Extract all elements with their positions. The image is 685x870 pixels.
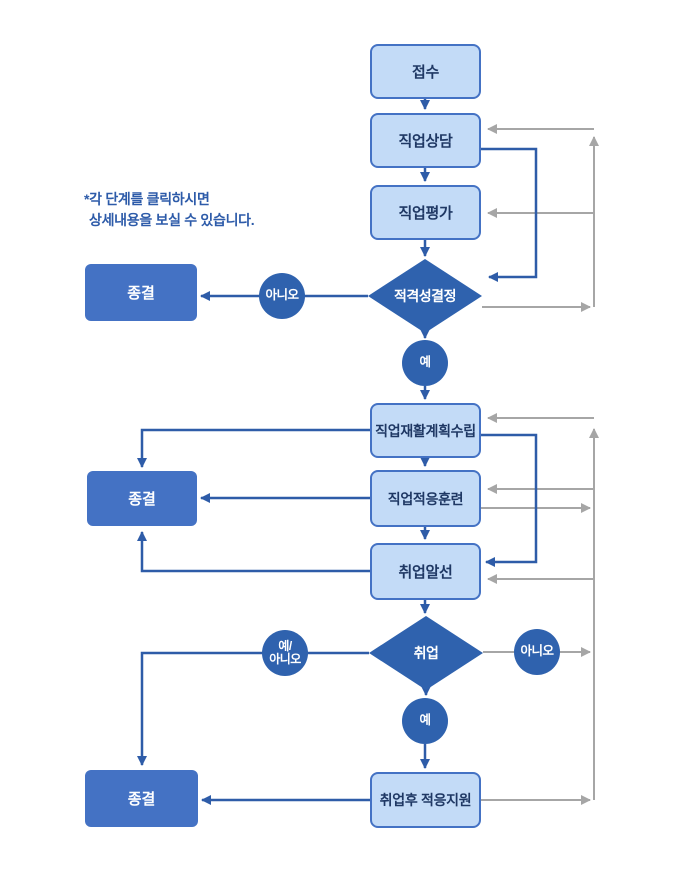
connector-rehab-plan-feedback-placement xyxy=(481,433,538,567)
connector-employment-yesno-termination xyxy=(137,651,369,766)
end-termination-top[interactable]: 종결 xyxy=(85,264,197,321)
end-termination-top-label: 종결 xyxy=(127,285,155,302)
decision-eligibility-label: 적격성결정 xyxy=(394,288,456,304)
stage-rehab-plan[interactable]: 직업재활계획수립 xyxy=(370,403,481,458)
stage-placement-label: 취업알선 xyxy=(398,564,453,581)
label-circle-yes-bottom: 예 xyxy=(402,698,448,744)
click-note-line2: 상세내용을 보실 수 있습니다. xyxy=(89,212,255,228)
stage-rehab-plan-label: 직업재활계획수립 xyxy=(375,422,476,439)
connector-rehab-plan-termination xyxy=(137,428,370,468)
label-yes-no-line2: 아니오 xyxy=(269,652,301,666)
connector-counseling-feedback-eligibility xyxy=(481,147,538,282)
click-note-line1: *각 단계를 클릭하시면 xyxy=(84,191,210,207)
end-termination-mid[interactable]: 종결 xyxy=(87,471,197,526)
stage-evaluation[interactable]: 직업평가 xyxy=(370,185,481,240)
stage-counseling[interactable]: 직업상담 xyxy=(370,113,481,168)
end-termination-bottom-label: 종결 xyxy=(127,791,156,808)
decision-employment-label: 취업 xyxy=(413,645,439,661)
stage-evaluation-label: 직업평가 xyxy=(398,205,453,222)
label-yes-no-line1: 예/ xyxy=(278,638,292,653)
label-yes-top-text: 예 xyxy=(419,355,431,370)
connector-placement-termination xyxy=(137,531,370,573)
label-yes-bottom-text: 예 xyxy=(419,713,431,728)
label-circle-no-top: 아니오 xyxy=(259,273,305,319)
stage-training[interactable]: 직업적응훈련 xyxy=(370,470,481,527)
click-note: *각 단계를 클릭하시면 상세내용을 보실 수 있습니다. xyxy=(84,189,255,231)
stage-support-label: 취업후 적응지원 xyxy=(379,792,472,808)
stage-counseling-label: 직업상담 xyxy=(398,133,453,150)
stage-placement[interactable]: 취업알선 xyxy=(370,543,481,600)
label-circle-yes-no: 예/ 아니오 xyxy=(262,630,308,676)
end-termination-mid-label: 종결 xyxy=(128,491,156,508)
label-circle-no-bottom: 아니오 xyxy=(514,629,560,675)
stage-support[interactable]: 취업후 적응지원 xyxy=(370,772,481,828)
end-termination-bottom[interactable]: 종결 xyxy=(85,770,198,827)
label-circle-yes-top: 예 xyxy=(402,340,448,386)
label-no-bottom-text: 아니오 xyxy=(520,644,554,659)
stage-training-label: 직업적응훈련 xyxy=(387,490,464,507)
stage-reception[interactable]: 접수 xyxy=(370,44,481,99)
stage-reception-label: 접수 xyxy=(411,64,439,81)
label-no-top-text: 아니오 xyxy=(265,288,299,303)
